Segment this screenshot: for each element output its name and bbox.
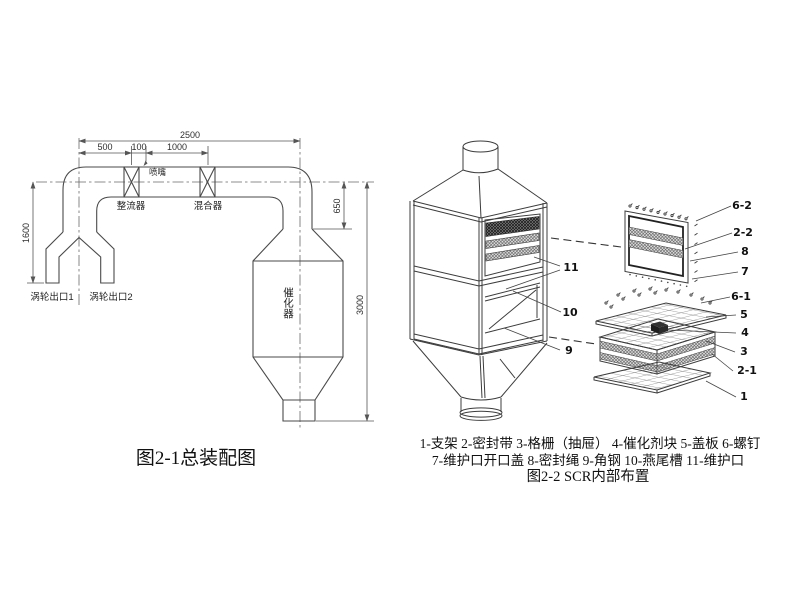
callout-3: 3 [740,345,748,358]
door-dots-bottom [629,273,688,288]
dim-left-height: 1600 [21,223,31,243]
centerlines [36,138,374,428]
callout-leaders [503,205,739,398]
dim-seg-b: 100 [131,142,146,152]
internal-stack [593,286,727,394]
hopper [412,340,548,421]
callout-5: 5 [740,308,748,321]
seal-belt-1 [628,226,684,246]
assembly-caption: 图2-1总装配图 [136,447,256,469]
assembly-diagram: 2500 500 100 1000 1600 650 3000 喷嘴 整流器 混… [21,130,374,469]
dim-seg-a: 500 [97,142,112,152]
catalyst-block [651,321,668,334]
scr-captions: 1-支架 2-密封带 3-格栅（抽屉） 4-催化剂块 5-盖板 6-螺钉 7-维… [420,435,761,485]
hood [412,168,548,223]
scr-caption: 图2-2 SCR内部布置 [527,468,650,485]
grate-layer [485,216,540,237]
dimension-lines [27,138,374,422]
label-turbine-outlet-2: 涡轮出口2 [89,291,132,303]
catalyst-vessel [252,228,344,422]
mixer-symbol [199,166,216,198]
scr-legend-line-1: 1-支架 2-密封带 3-格栅（抽屉） 4-催化剂块 5-盖板 6-螺钉 [420,435,761,451]
dim-drop: 650 [332,198,342,213]
label-nozzle: 喷嘴 [149,167,167,177]
callout-1: 1 [740,390,748,403]
lower-chamber [484,282,541,334]
catalyst-layer-2 [485,245,540,262]
inlet-stub [462,140,499,174]
assembly-texts: 2500 500 100 1000 1600 650 3000 喷嘴 整流器 混… [21,130,365,469]
callout-9: 9 [565,344,573,357]
callout-4: 4 [741,326,749,339]
maintenance-door [624,203,698,288]
scr-internal-diagram: 11 10 9 6-2 2-2 8 7 6-1 5 4 3 2-1 1 1-支架… [409,140,761,485]
callout-10: 10 [562,306,578,319]
callout-7: 7 [741,265,749,278]
catalyst-box [598,318,717,375]
callout-2-2: 2-2 [733,226,753,239]
flow-straightener-symbol [123,166,140,198]
explode-line-door [550,237,622,248]
callout-6-1: 6-1 [731,290,751,303]
support-frame-plate [593,361,712,394]
scr-tower [409,140,548,421]
label-turbine-outlet-1: 涡轮出口1 [30,291,73,303]
seal-belt-2 [628,239,684,259]
label-mixer: 混合器 [194,200,223,212]
box-seal-layer-1-right [656,335,716,362]
frame-rails [409,201,548,356]
scr-legend-line-2: 7-维护口开口盖 8-密封绳 9-角钢 10-燕尾槽 11-维护口 [432,452,744,468]
dim-seg-c: 1000 [167,142,187,152]
label-catalyst: 催化器 [282,286,294,319]
door-screws-right [694,223,698,283]
dim-total: 2500 [180,130,200,140]
callout-11: 11 [563,261,578,274]
explode-line-stack [548,336,597,345]
nozzle-arrowhead [143,160,148,166]
duct-outline [45,166,313,284]
callout-8: 8 [741,245,749,258]
dim-right-height: 3000 [355,295,365,315]
label-straightener: 整流器 [117,200,146,212]
y-branch-outline [45,231,115,284]
callout-2-1: 2-1 [737,364,757,377]
catalyst-layer-1 [485,232,540,249]
upper-opening [484,213,541,277]
callout-numbers: 11 10 9 6-2 2-2 8 7 6-1 5 4 3 2-1 1 [562,199,757,403]
callout-6-2: 6-2 [732,199,752,212]
